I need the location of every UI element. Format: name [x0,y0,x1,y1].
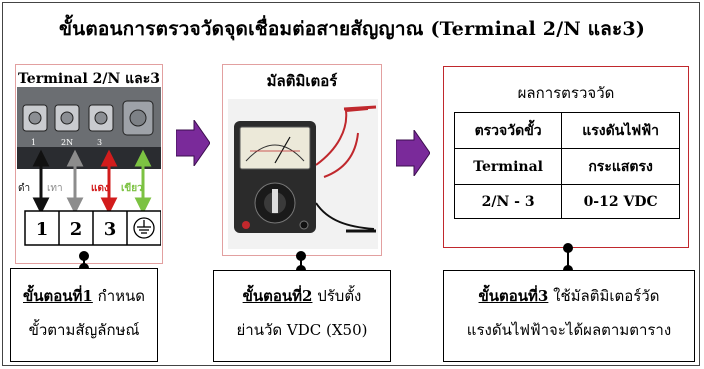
step-3-label: ขั้นตอนที่3 [478,287,549,305]
outer-frame [2,2,700,366]
ground-symbol-icon [133,217,155,239]
label-green: เขียว [121,182,143,194]
header-voltage-line2: กระแสตรง [561,148,680,185]
terminal-panel: Terminal 2/N และ3 1 2N 3 ดำ เทา แดง เขีย… [15,64,163,264]
multimeter-panel-title: มัลติมิเตอร์ [266,72,338,90]
screw-mark-2n: 2N [61,138,73,147]
step-2-line2: ย่านวัด VDC (X50) [236,321,368,339]
step-1-line2: ขั้วตามสัญลักษณ์ [28,321,140,339]
header-voltage-line1: แรงดันไฟฟ้า [561,112,680,149]
step-2-label: ขั้นตอนที่2 [242,287,313,305]
step-3-line2: แรงดันไฟฟ้าจะได้ผลตามตาราง [466,321,672,339]
terminal-panel-title: Terminal 2/N และ3 [17,71,161,87]
flow-arrow-2 [396,130,430,176]
screw-mark-3: 3 [97,138,102,147]
multimeter-panel: มัลติมิเตอร์ [222,64,382,256]
result-table: ตรวจวัดขั้ว แรงดันไฟฟ้า Terminal กระแสตร… [453,112,680,219]
cell-terminal-value: 2/N - 3 [453,184,563,219]
label-grey: เทา [47,183,63,194]
wire-arrow-black [32,149,50,215]
wire-arrow-grey [66,149,84,215]
terminal-photo: 1 2N 3 ดำ เทา แดง เขียว 1 2 3 [17,87,161,246]
result-panel-title: ผลการตรวจวัด [517,84,615,102]
multimeter-photo [228,99,378,249]
page-title: ขั้นตอนการตรวจวัดจุดเชื่อมต่อสายสัญญาณ (… [58,18,646,40]
step-1-label: ขั้นตอนที่1 [23,287,93,305]
terminal-number-2: 2 [70,219,83,240]
flow-arrow-1 [176,120,210,166]
step-2-line1: ปรับตั้ง [312,287,362,305]
step-1-line1: กำหนด [92,287,145,305]
label-black: ดำ [18,183,30,194]
label-red: แดง [91,183,109,194]
terminal-number-3: 3 [104,219,117,240]
screw-mark-1: 1 [31,138,36,147]
terminal-number-1: 1 [36,219,49,240]
cell-voltage-value: 0-12 VDC [561,184,680,219]
step-box-1: ขั้นตอนที่1 กำหนด ขั้วตามสัญลักษณ์ [10,268,158,362]
wire-arrow-red [100,149,118,215]
header-terminal-line2: Terminal [453,148,563,185]
header-terminal-line1: ตรวจวัดขั้ว [453,112,563,149]
step-box-3: ขั้นตอนที่3 ใช้มัลติมิเตอร์วัด แรงดันไฟฟ… [443,270,695,362]
wire-arrow-green [134,149,152,215]
step-box-2: ขั้นตอนที่2 ปรับตั้ง ย่านวัด VDC (X50) [213,270,391,362]
step-3-line1: ใช้มัลติมิเตอร์วัด [548,287,660,305]
